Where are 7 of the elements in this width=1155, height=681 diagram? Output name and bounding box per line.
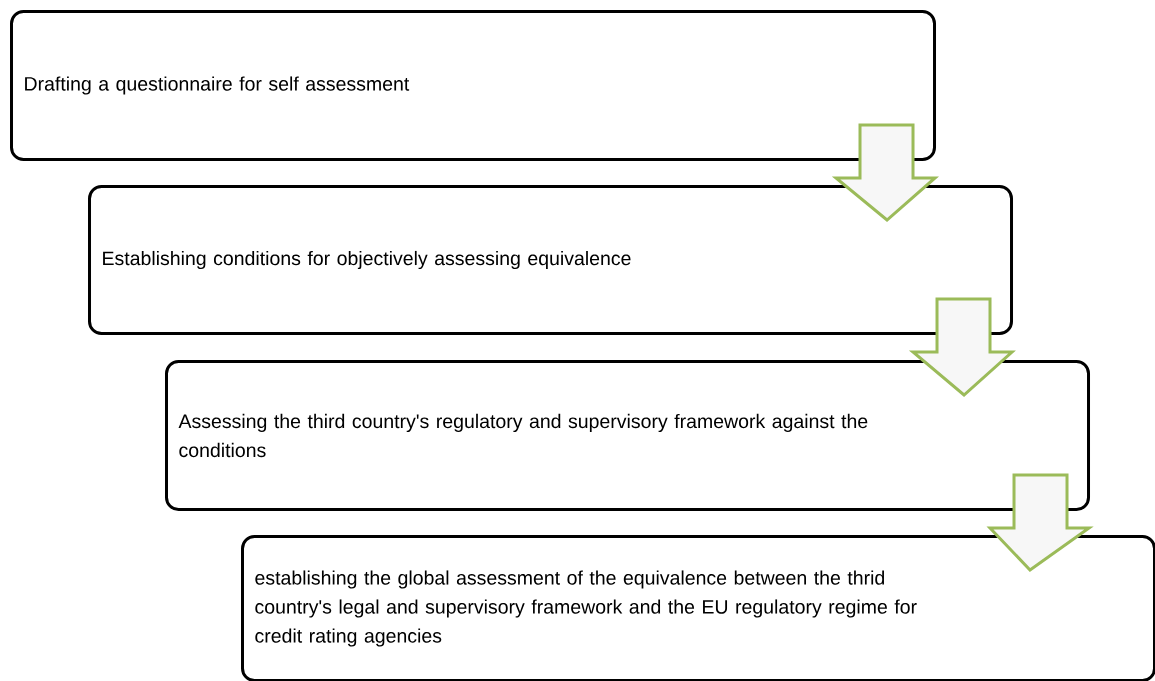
- block-arrow: [831, 123, 939, 222]
- process-box: Establishing conditions for objectively assessing equivalence: [88, 185, 1013, 335]
- process-box: Assessing the third country's regulatory and supervisory framework against the conditions: [165, 360, 1090, 511]
- block-arrow: [908, 297, 1016, 397]
- process-box: establishing the global assessment of the equivalence between the thrid country's legal and supervisory framework and the EU regulatory regime for credit rating agencies: [241, 535, 1155, 681]
- process-box: Drafting a questionnaire for self assessment: [10, 10, 936, 161]
- block-arrow: [986, 473, 1094, 572]
